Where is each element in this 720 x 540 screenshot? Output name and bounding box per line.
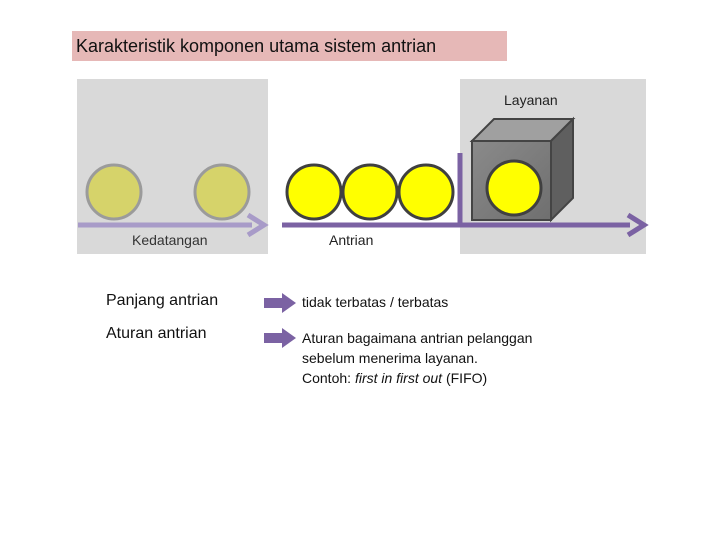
queue-customer [287, 165, 341, 219]
example-italic: first in first out [355, 370, 442, 386]
description-line: Aturan bagaimana antrian pelanggan [302, 328, 532, 348]
arrivals-label: Kedatangan [132, 232, 208, 248]
queue-customer [343, 165, 397, 219]
service-customer [487, 161, 541, 215]
queue-customer [399, 165, 453, 219]
bullet-arrow-icon [264, 293, 296, 313]
example-prefix: Contoh: [302, 370, 355, 386]
queue-length-label: Panjang antrian [106, 292, 218, 310]
arrival-customer [87, 165, 141, 219]
example-suffix: (FIFO) [442, 370, 487, 386]
queue-arrow-head [628, 215, 644, 235]
description-line: sebelum menerima layanan. [302, 348, 532, 368]
example-line: Contoh: first in first out (FIFO) [302, 368, 532, 388]
queue-length-description: tidak terbatas / terbatas [302, 292, 448, 312]
bullet-arrow-icon [264, 328, 296, 348]
service-label: Layanan [504, 92, 558, 108]
queue-discipline-description: Aturan bagaimana antrian pelanggan sebel… [302, 328, 532, 388]
arrival-customer [195, 165, 249, 219]
queue-discipline-label: Aturan antrian [106, 325, 207, 343]
queue-label: Antrian [329, 232, 373, 248]
